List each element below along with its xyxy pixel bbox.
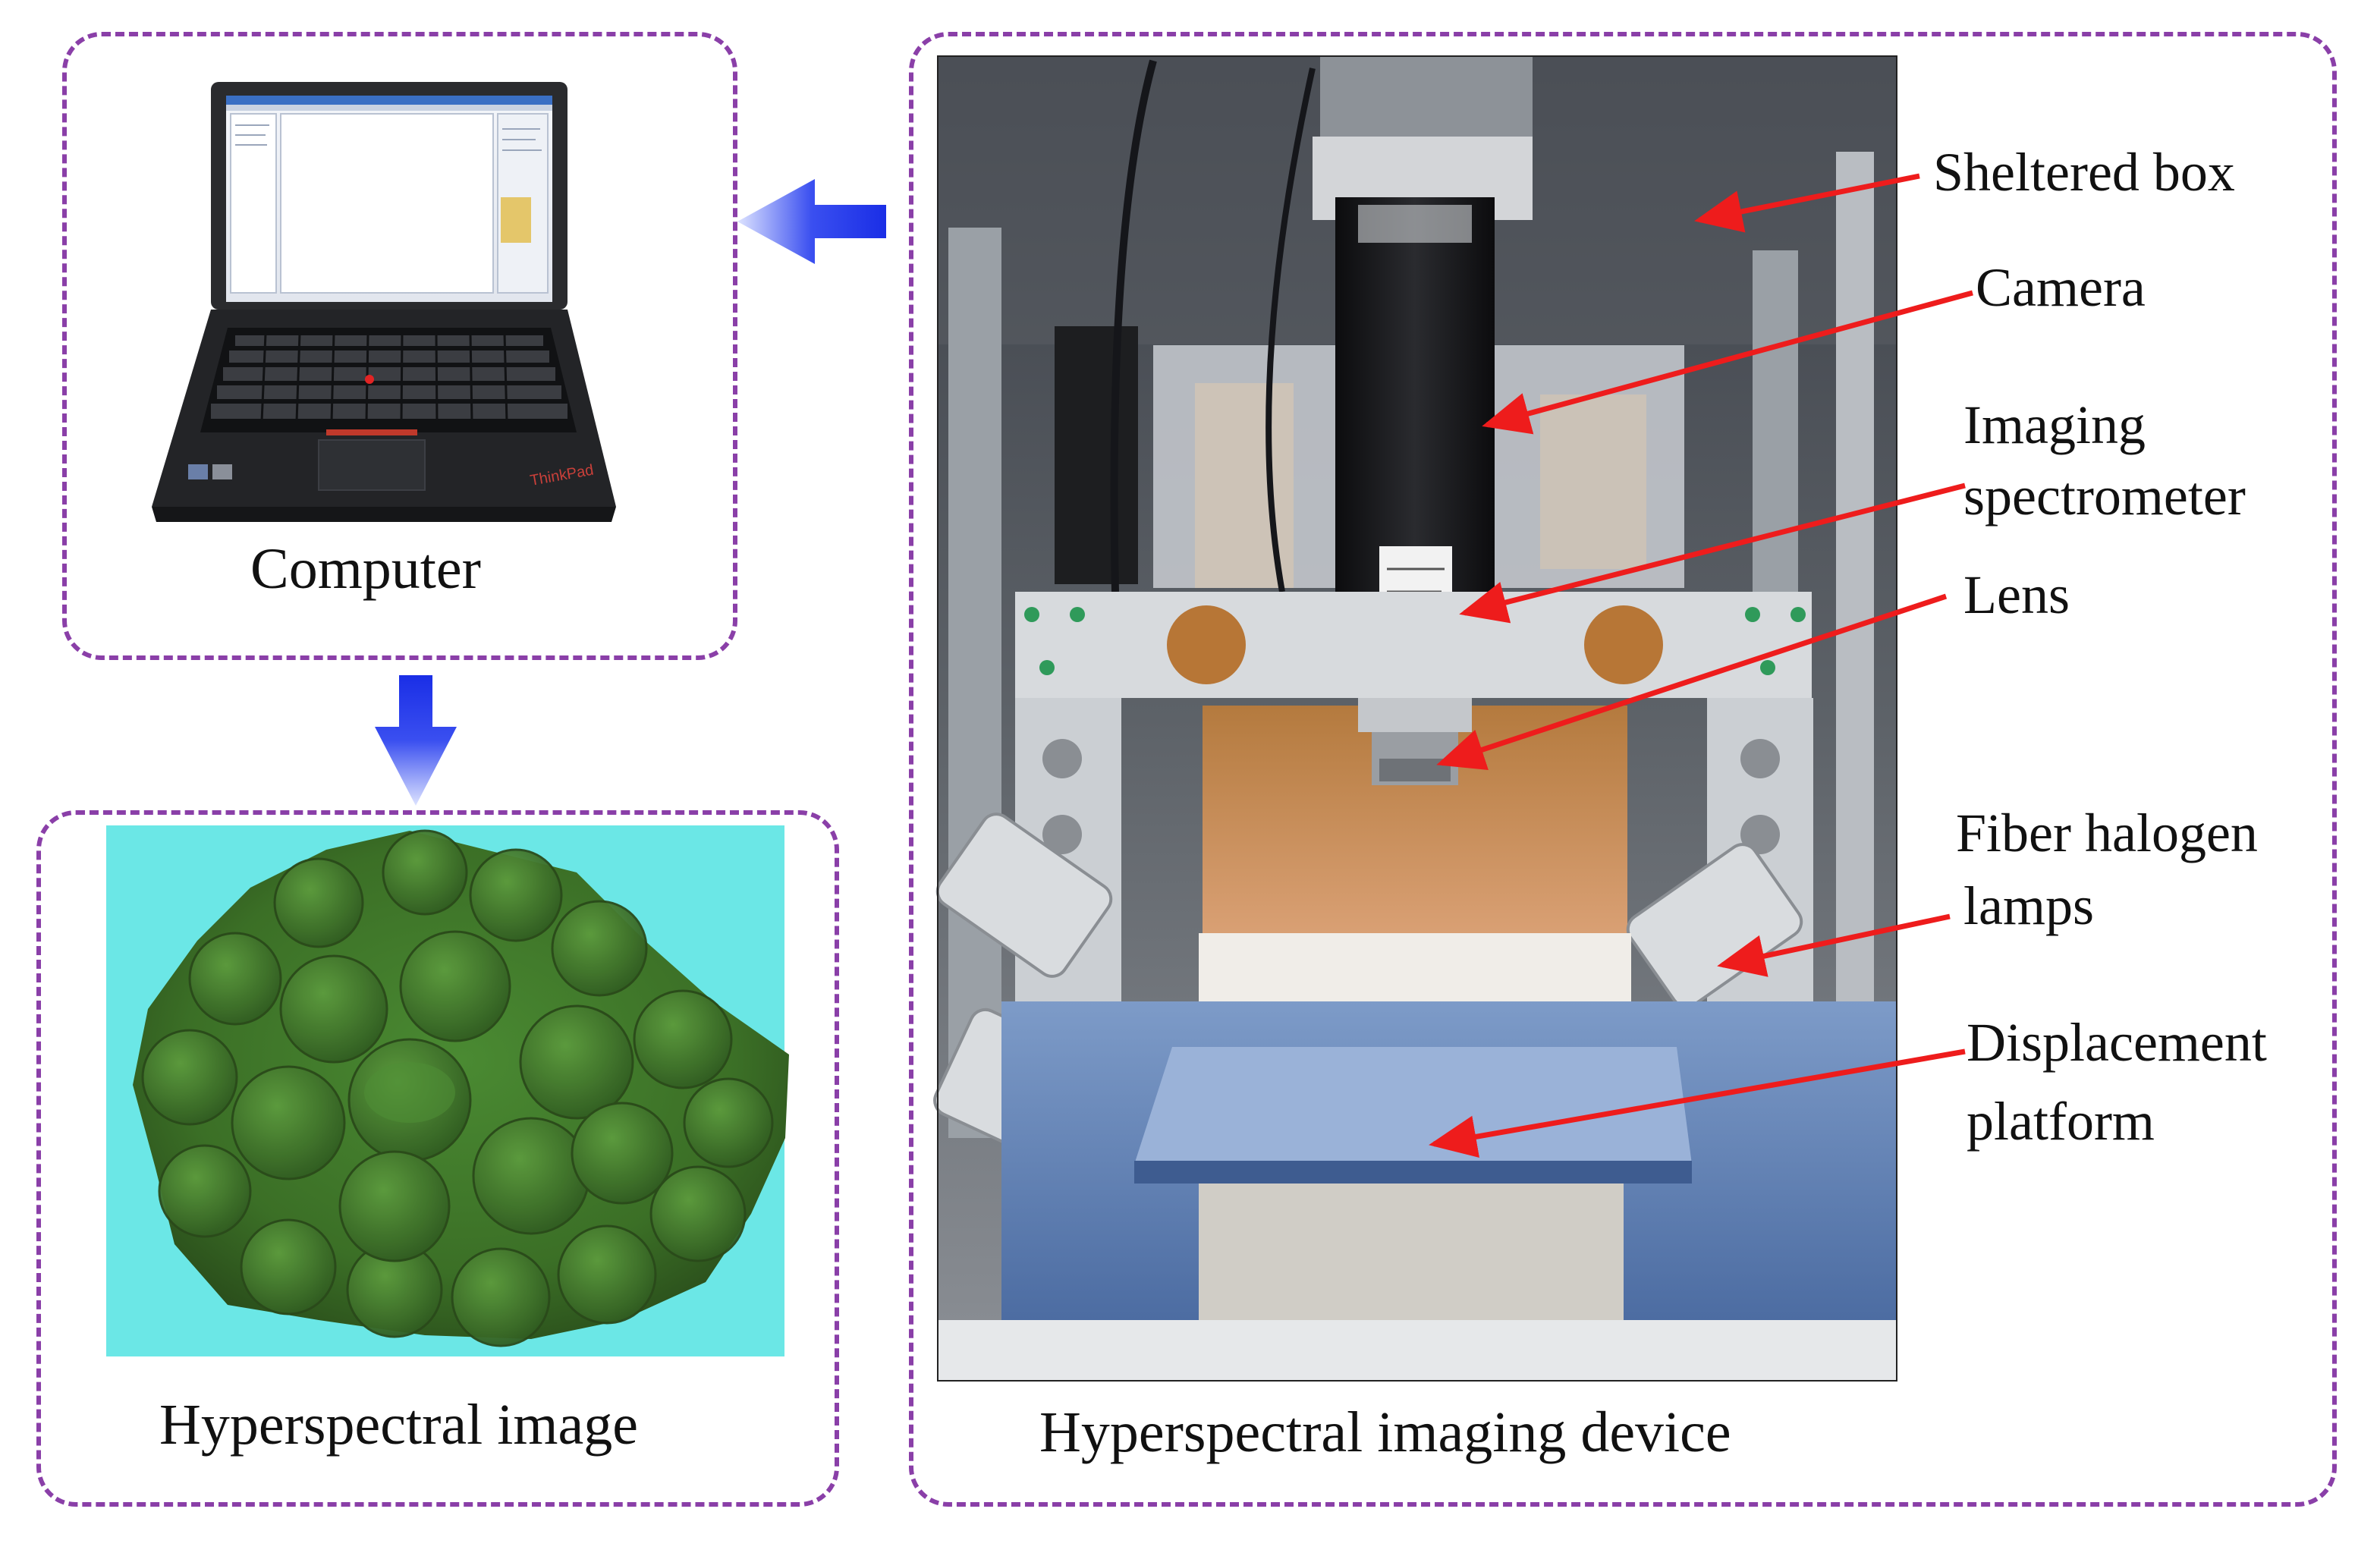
sheltered-box-label: Sheltered box	[1933, 142, 2235, 203]
computer-caption: Computer	[250, 537, 481, 601]
fiber-halogen-lamps-label-line2: lamps	[1963, 875, 2094, 936]
displacement-platform-pointer	[1429, 1048, 1966, 1158]
computer-panel	[62, 32, 737, 660]
camera-pointer	[1482, 290, 1973, 435]
sheltered-box-pointer	[1694, 173, 1920, 233]
lens-pointer	[1436, 593, 1948, 770]
imaging-spectrometer-label-line2: spectrometer	[1963, 466, 2246, 527]
device-panel	[909, 32, 2337, 1507]
device-caption: Hyperspectral imaging device	[1039, 1400, 1731, 1464]
displacement-platform-label-line1: Displacement	[1967, 1012, 2267, 1073]
fiber-halogen-lamps-label-line1: Fiber halogen	[1956, 803, 2258, 863]
camera-label: Camera	[1976, 257, 2146, 318]
lens-label: Lens	[1963, 564, 2070, 625]
fiber-halogen-lamps-pointer	[1717, 913, 1951, 977]
imaging-spectrometer-pointer	[1459, 483, 1966, 624]
displacement-platform-label-line2: platform	[1967, 1091, 2155, 1152]
hyperspectral-image-caption: Hyperspectral image	[159, 1393, 638, 1457]
imaging-spectrometer-label-line1: Imaging	[1963, 395, 2146, 455]
hyperspectral-image-panel	[36, 810, 839, 1507]
